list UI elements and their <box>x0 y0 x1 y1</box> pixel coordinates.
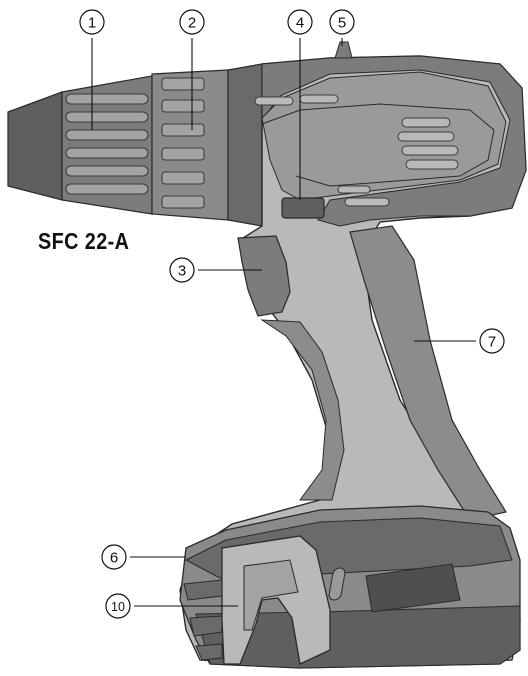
svg-text:5: 5 <box>338 15 346 32</box>
chuck-nose <box>7 91 63 201</box>
housing-top-dark <box>261 55 527 227</box>
callout-10: 10 <box>105 593 131 619</box>
handle-grip-lower <box>260 319 345 501</box>
svg-text:2: 2 <box>188 15 196 32</box>
top-button <box>334 41 353 59</box>
top-vents <box>254 94 459 207</box>
callout-6: 6 <box>101 544 127 570</box>
side-panel <box>261 103 495 187</box>
chuck-ribs-rear <box>161 77 205 209</box>
svg-text:4: 4 <box>296 15 304 32</box>
direction-switch <box>281 197 325 219</box>
callout-7: 7 <box>479 328 505 354</box>
battery-release-slot <box>243 559 299 631</box>
svg-text:7: 7 <box>488 334 496 351</box>
svg-text:3: 3 <box>178 263 186 280</box>
battery-bottom-band <box>195 605 521 669</box>
callout-2: 2 <box>179 9 205 35</box>
model-label: SFC 22-A <box>38 228 130 254</box>
svg-text:1: 1 <box>88 15 96 32</box>
svg-text:10: 10 <box>111 600 125 614</box>
battery-side-ribs <box>183 579 223 661</box>
callout-5: 5 <box>329 9 355 35</box>
svg-text:6: 6 <box>110 550 118 567</box>
callout-1: 1 <box>79 9 105 35</box>
gearbox-collar <box>227 63 263 227</box>
callout-4: 4 <box>287 9 313 35</box>
chuck-ribs-front <box>65 93 149 195</box>
callout-3: 3 <box>169 257 195 283</box>
trigger <box>237 235 291 317</box>
handle-grip <box>349 225 507 521</box>
